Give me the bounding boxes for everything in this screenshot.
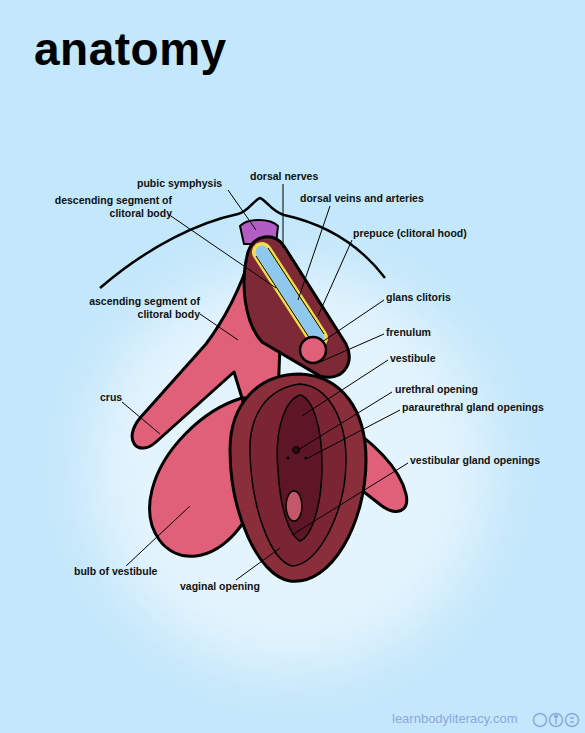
part-label: pubic symphysis	[137, 177, 222, 190]
part-label: paraurethral gland openings	[402, 401, 544, 414]
glans-shape	[300, 337, 326, 363]
part-label: descending segment of clitoral body	[36, 194, 172, 220]
leader-line	[236, 548, 280, 580]
labia-majora-shape	[230, 374, 366, 581]
leader-line	[228, 190, 256, 230]
part-label: frenulum	[386, 326, 431, 339]
part-label: prepuce (clitoral hood)	[353, 227, 467, 240]
leader-line	[302, 360, 388, 416]
leader-line	[318, 240, 352, 316]
part-label: vaginal opening	[180, 580, 260, 593]
vessel-outline	[256, 248, 324, 342]
part-label: ascending segment of clitoral body	[64, 295, 200, 321]
vestibule-shape	[277, 395, 322, 541]
part-label: bulb of vestibule	[74, 565, 157, 578]
leader-line	[308, 410, 400, 458]
license-icons	[534, 714, 579, 727]
license-icon	[534, 714, 547, 727]
part-label: urethral opening	[395, 383, 478, 396]
part-label: vestibular gland openings	[410, 454, 540, 467]
leader-line	[200, 314, 238, 340]
leader-line	[298, 206, 330, 300]
page-title: anatomy	[34, 22, 227, 76]
paraurethral-mark	[287, 457, 290, 460]
license-icon	[556, 718, 574, 724]
leader-line	[320, 334, 384, 362]
part-label: dorsal nerves	[250, 170, 318, 183]
vaginal-opening-mark	[286, 491, 302, 521]
part-label: glans clitoris	[386, 291, 451, 304]
leader-line	[126, 506, 190, 566]
license-icon	[566, 714, 579, 727]
leader-line	[122, 402, 160, 434]
labia-minora-shape	[250, 384, 346, 566]
paraurethral-mark	[305, 457, 308, 460]
license-icon	[555, 715, 558, 718]
leader-line	[168, 214, 276, 288]
part-label: vestibule	[390, 352, 436, 365]
part-label: dorsal veins and arteries	[300, 192, 424, 205]
watermark: learnbodyliteracy.com	[392, 712, 517, 725]
leader-line	[283, 184, 284, 248]
leader-line	[292, 463, 408, 535]
leader-lines	[122, 184, 408, 580]
leader-line	[322, 300, 384, 342]
part-label: crus	[100, 391, 122, 404]
